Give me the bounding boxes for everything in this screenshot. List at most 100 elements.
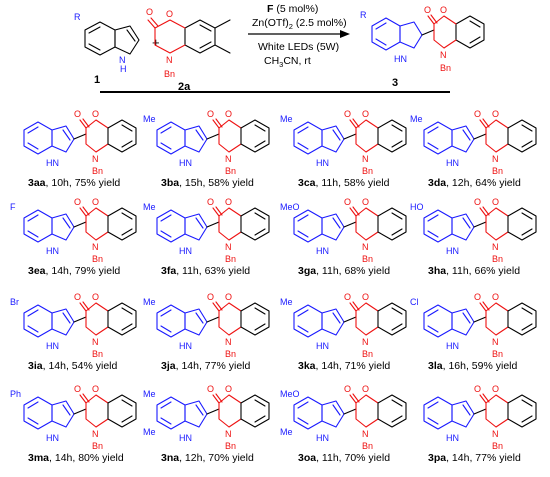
product-id: 3da (428, 177, 446, 189)
product-id: 3fa (161, 265, 176, 277)
atom-n: N (92, 242, 99, 252)
atom-carbonyl-o: O (207, 109, 214, 119)
atom-n: N (362, 154, 369, 164)
product-id: 3ea (28, 265, 46, 277)
product-id: 3ba (161, 177, 179, 189)
atom-bn: Bn (492, 254, 503, 264)
product-atom-carbonyl-o: O (424, 5, 431, 15)
atom-bn: Bn (492, 166, 503, 176)
product-conditions: , 14h, 80% yield (49, 452, 124, 464)
atom-o: O (92, 109, 99, 119)
product-3: O O N Bn HN R 3 (360, 5, 485, 89)
atom-n: N (362, 429, 369, 439)
product-caption: 3aa, 10h, 75% yield (28, 177, 120, 189)
product-conditions: , 14h, 79% yield (46, 265, 121, 277)
lewis-acid-loading: (2.5 mol%) (293, 17, 347, 29)
atom-bn: Bn (225, 349, 236, 359)
atom-hn: HN (46, 341, 59, 351)
product-id: 3la (428, 360, 443, 372)
product-conditions: , 11h, 68% yield (316, 265, 390, 277)
atom-bn: Bn (92, 441, 103, 451)
atom-carbonyl-o: O (207, 197, 214, 207)
atom-carbonyl-o: O (474, 197, 481, 207)
substituent-label: Me (143, 297, 156, 307)
lewis-acid-subscript: 2 (289, 22, 293, 31)
atom-hn: HN (446, 433, 459, 443)
atom-carbonyl-o: O (74, 384, 81, 394)
catalyst-label: F (267, 3, 274, 15)
product-label: 3 (392, 77, 398, 89)
atom-n: N (362, 242, 369, 252)
product-caption: 3ea, 14h, 79% yield (28, 265, 120, 277)
atom-n: N (492, 337, 499, 347)
product-conditions: , 11h, 70% yield (316, 452, 390, 464)
atom-bn: Bn (225, 254, 236, 264)
atom-o: O (492, 197, 499, 207)
atom-n: N (92, 154, 99, 164)
atom-n: N (225, 242, 232, 252)
atom-carbonyl-o: O (74, 109, 81, 119)
solvent-subscript: 3 (279, 60, 283, 69)
atom-n: N (92, 337, 99, 347)
atom-hn: HN (179, 158, 192, 168)
atom-carbonyl-o: O (344, 109, 351, 119)
substituent-label-2: Me (143, 427, 156, 437)
atom-bn: Bn (492, 441, 503, 451)
product-caption: 3na, 12h, 70% yield (161, 452, 254, 464)
substituent-label: Me (143, 202, 156, 212)
atom-o: O (166, 9, 173, 19)
product-caption: 3ca, 11h, 58% yield (298, 177, 390, 189)
product-id: 3oa (298, 452, 316, 464)
atom-o: O (492, 384, 499, 394)
atom-carbonyl-o: O (344, 384, 351, 394)
product-caption: 3da, 12h, 64% yield (428, 177, 521, 189)
product-atom-o: O (440, 5, 447, 15)
atom-o: O (362, 197, 369, 207)
product-atom-hn: HN (394, 54, 407, 64)
product-caption: 3pa, 14h, 77% yield (428, 452, 521, 464)
atom-bn: Bn (362, 254, 373, 264)
atom-h: H (120, 64, 127, 74)
substituent-label: MeO (280, 389, 300, 399)
atom-n: N (92, 429, 99, 439)
solvent-tail: CN, rt (283, 55, 310, 67)
atom-hn: HN (316, 433, 329, 443)
product-conditions: , 12h, 70% yield (179, 452, 254, 464)
product-caption: 3oa, 11h, 70% yield (298, 452, 390, 464)
product-conditions: , 11h, 66% yield (446, 265, 520, 277)
atom-n: N (166, 55, 173, 65)
atom-bn: Bn (225, 441, 236, 451)
substituent-label: Me (143, 114, 156, 124)
reactant-2-label: 2a (178, 81, 191, 93)
substituent-label: Me (280, 114, 293, 124)
atom-o: O (225, 109, 232, 119)
atom-n: N (492, 242, 499, 252)
reactant-2-benzoxazinone: O O N Bn 2a (146, 7, 231, 93)
atom-hn: HN (316, 246, 329, 256)
atom-o: O (92, 197, 99, 207)
atom-n: N (225, 337, 232, 347)
substituent-label: Br (10, 297, 19, 307)
light-source: White LEDs (5W) (258, 41, 339, 53)
product-conditions: , 16h, 59% yield (443, 360, 518, 372)
atom-o: O (92, 292, 99, 302)
atom-carbonyl-o: O (474, 109, 481, 119)
product-caption: 3ja, 14h, 77% yield (161, 360, 250, 372)
product-caption: 3ia, 14h, 54% yield (28, 360, 117, 372)
product-conditions: , 12h, 64% yield (446, 177, 521, 189)
atom-hn: HN (316, 341, 329, 351)
product-caption: 3fa, 11h, 63% yield (161, 265, 250, 277)
atom-n: N (362, 337, 369, 347)
product-id: 3ga (298, 265, 316, 277)
atom-bn: Bn (164, 69, 175, 79)
product-conditions: , 14h, 54% yield (43, 360, 118, 372)
product-id: 3ka (298, 360, 316, 372)
product-conditions: , 11h, 63% yield (176, 265, 250, 277)
lewis-acid: Zn(OTf) (252, 17, 289, 29)
product-conditions: , 14h, 77% yield (176, 360, 251, 372)
atom-bn: Bn (362, 441, 373, 451)
